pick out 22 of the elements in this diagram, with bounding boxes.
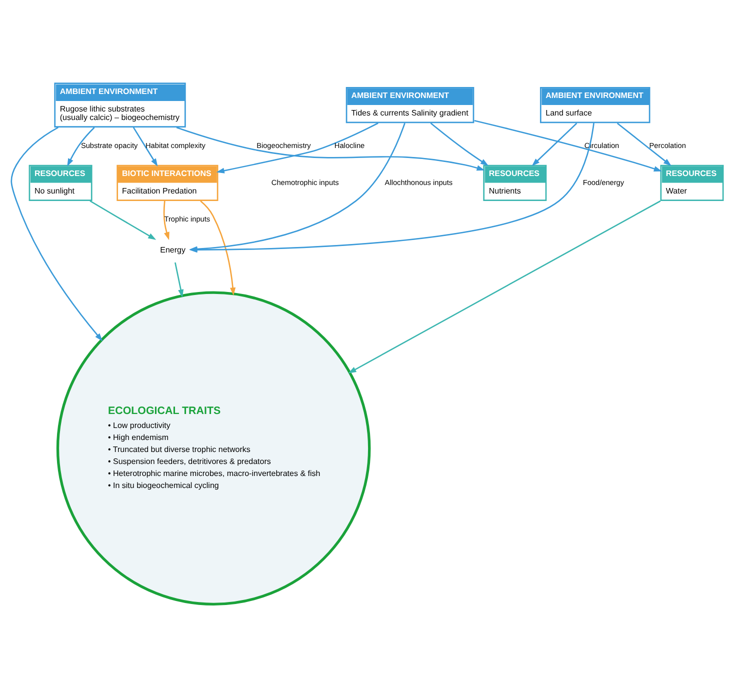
edge-label: Percolation xyxy=(649,140,686,150)
arrow xyxy=(174,262,184,298)
arrow xyxy=(163,200,170,240)
arrow xyxy=(200,200,236,296)
arrow xyxy=(430,122,489,166)
arrow xyxy=(348,200,661,373)
edge-label: Halocline xyxy=(334,140,365,150)
arrow xyxy=(90,200,156,240)
arrow xyxy=(216,122,378,173)
edge-label: Habitat complexity xyxy=(145,140,206,150)
edge-label: Food/energy xyxy=(582,177,624,186)
edge-label: Substrate opacity xyxy=(80,140,138,150)
arrow xyxy=(10,126,103,341)
label: Chemotrophic inputs xyxy=(271,177,339,186)
edge-label: Biogeochemistry xyxy=(256,140,311,150)
arrow xyxy=(474,119,662,171)
arrow xyxy=(132,126,158,166)
arrow xyxy=(67,126,95,166)
edge-label: Allochthonous inputs xyxy=(384,177,453,186)
arrow xyxy=(616,122,672,166)
arrow xyxy=(176,126,485,170)
arrow xyxy=(532,122,578,166)
